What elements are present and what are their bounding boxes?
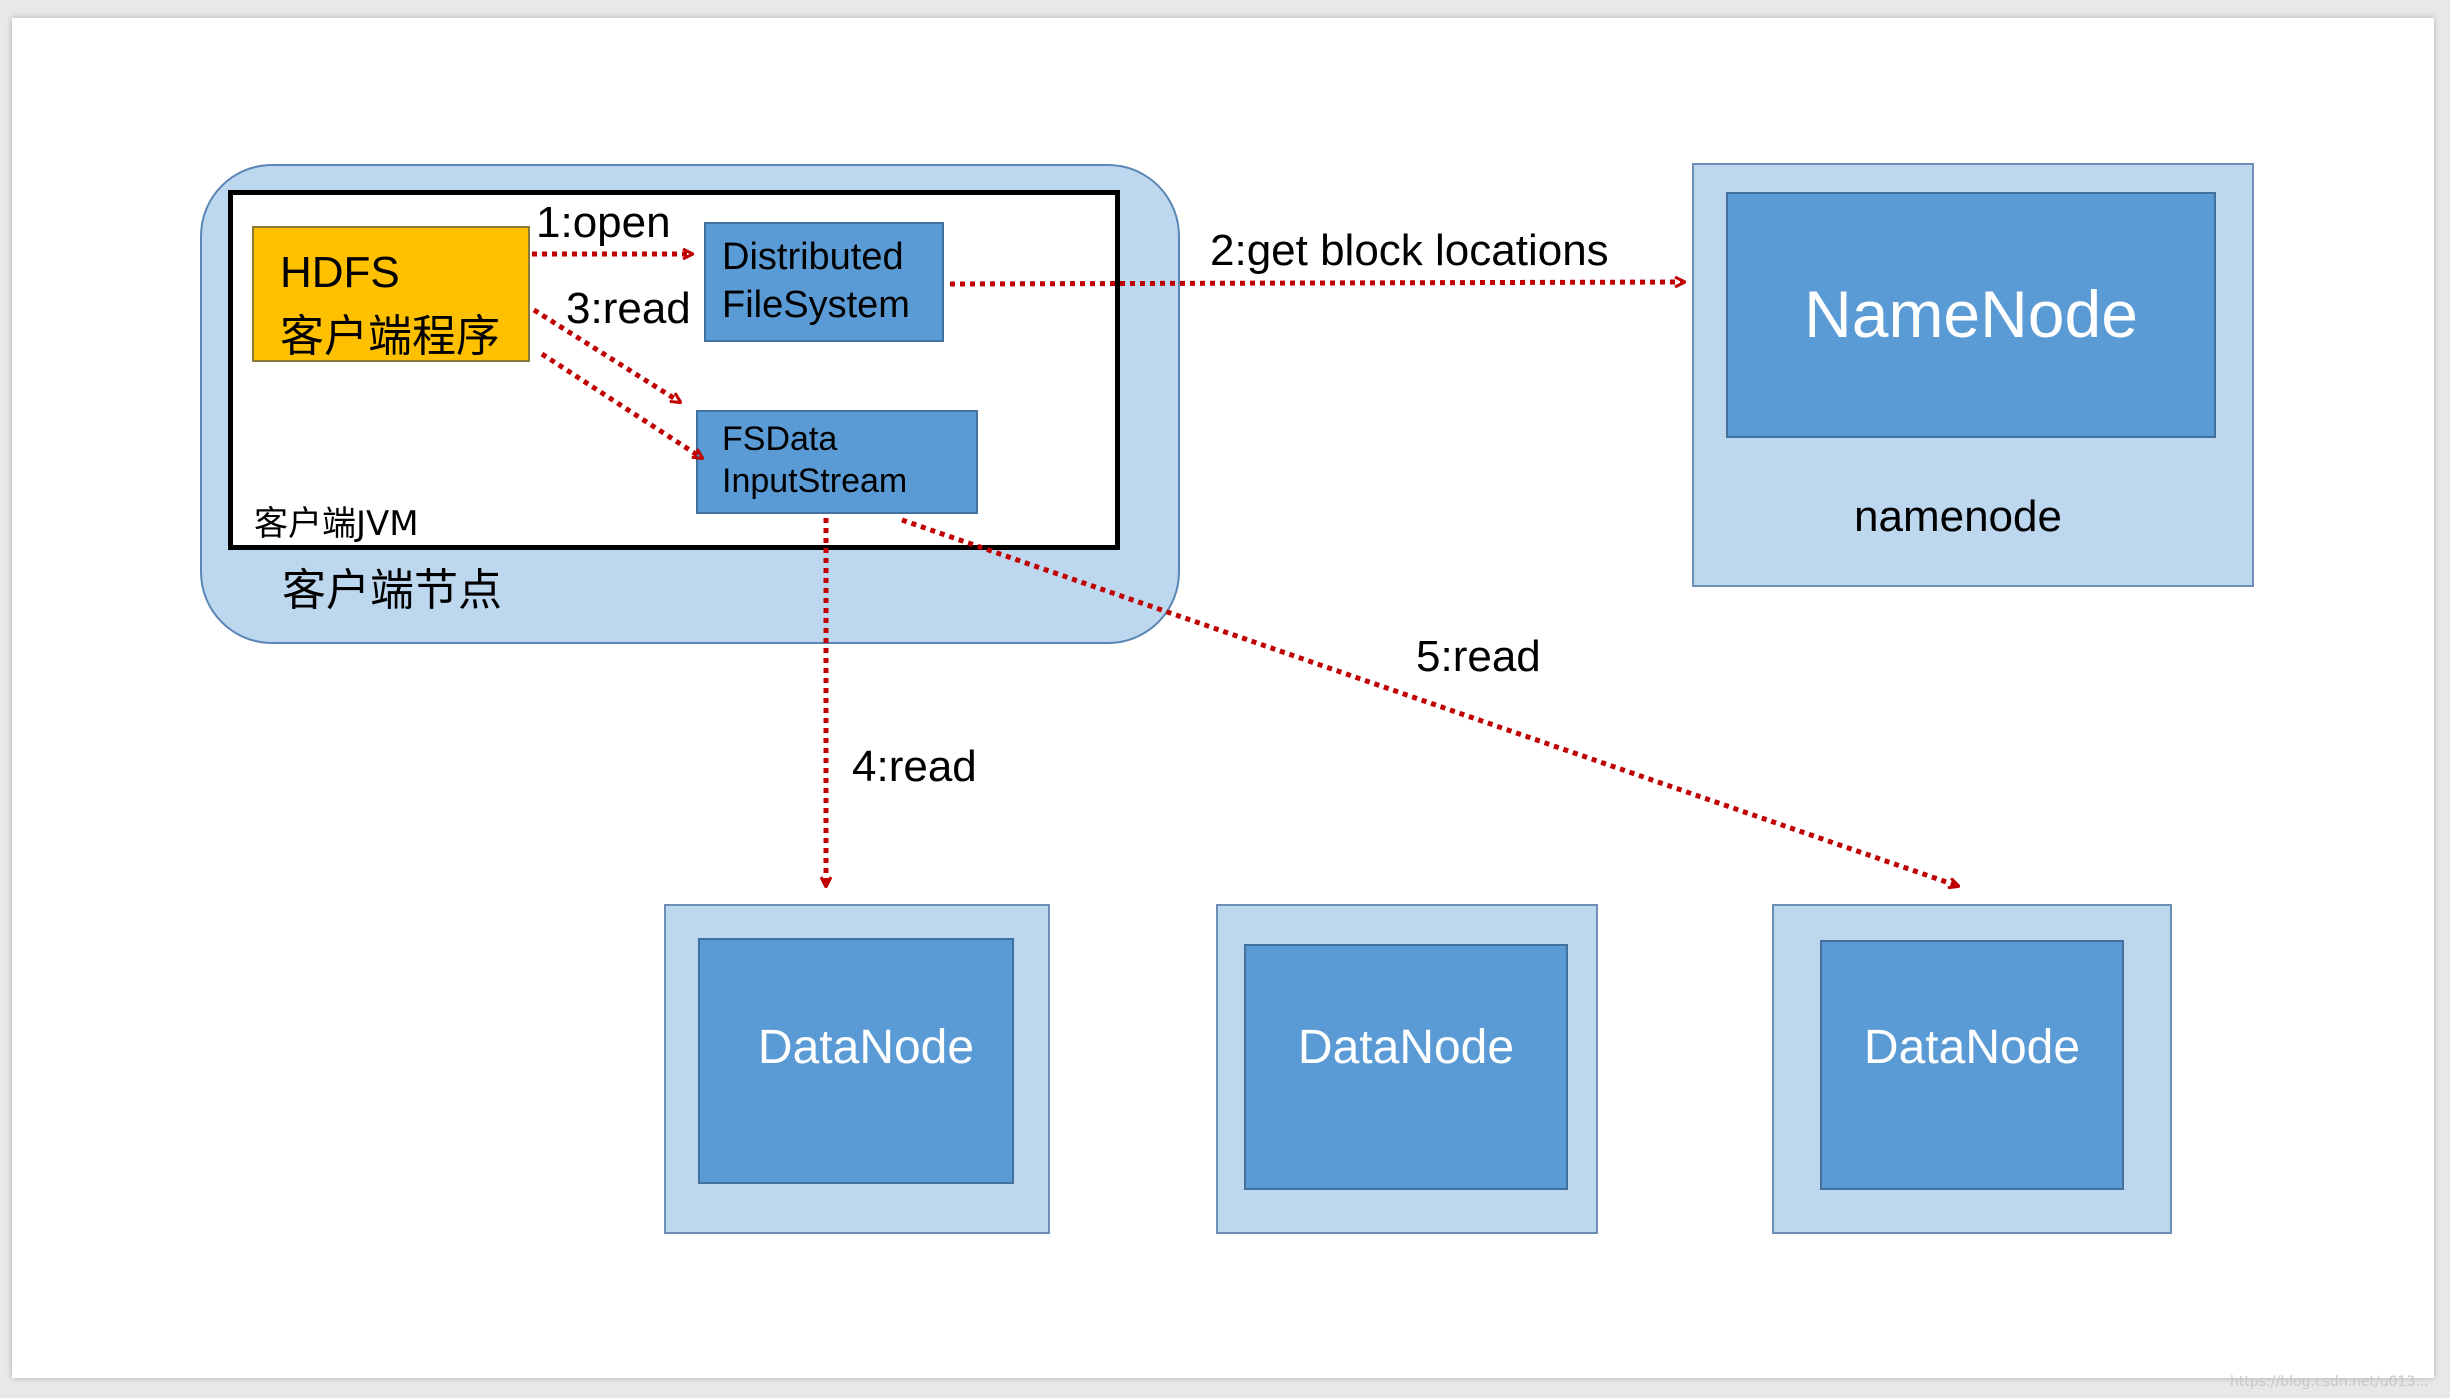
flow-arrows — [532, 18, 2434, 1378]
fsdata-inputstream-line2: InputStream — [722, 462, 908, 500]
step-label-read-datanode-1: 4:read — [852, 742, 977, 791]
fsdata-inputstream-box — [696, 410, 978, 514]
datanode-box-3 — [1820, 940, 2124, 1190]
hdfs-client-label-line1: HDFS — [280, 248, 400, 297]
watermark: https://blog.csdn.net/u013... — [2230, 1374, 2429, 1390]
step-label-get-block-locations: 2:get block locations — [1210, 226, 1609, 275]
arrow-read-stream-upper — [532, 307, 680, 402]
arrow-get-block-locations — [949, 282, 1684, 284]
step-label-read-datanode-3: 5:read — [1416, 632, 1541, 681]
datanode-box-1 — [698, 938, 1014, 1184]
diagram-canvas: 客户端节点 客户端JVM HDFS 客户端程序 Distributed File… — [12, 18, 2434, 1378]
datanode-label-3: DataNode — [1863, 1021, 2081, 1074]
namenode-label: NameNode — [1804, 277, 2138, 351]
client-node-label: 客户端节点 — [282, 565, 502, 616]
hdfs-client-program — [252, 226, 530, 362]
namenode-host-label: namenode — [1854, 492, 2062, 541]
client-jvm-label: 客户端JVM — [254, 504, 419, 544]
distributed-filesystem-box — [704, 222, 944, 342]
datanode-box-2 — [1244, 944, 1568, 1190]
fsdata-inputstream-line1: FSData — [722, 420, 838, 458]
distributed-filesystem-line1: Distributed — [722, 236, 904, 278]
step-label-read-stream: 3:read — [566, 284, 691, 333]
arrow-read-stream-lower — [540, 351, 702, 458]
step-label-open: 1:open — [536, 198, 671, 247]
arrow-read-datanode-3 — [901, 517, 1958, 886]
distributed-filesystem-line2: FileSystem — [722, 284, 910, 326]
datanode-label-2: DataNode — [1297, 1021, 1515, 1074]
datanode-label-1: DataNode — [757, 1021, 975, 1074]
hdfs-client-label-line2: 客户端程序 — [280, 311, 500, 362]
namenode-box — [1726, 192, 2216, 438]
